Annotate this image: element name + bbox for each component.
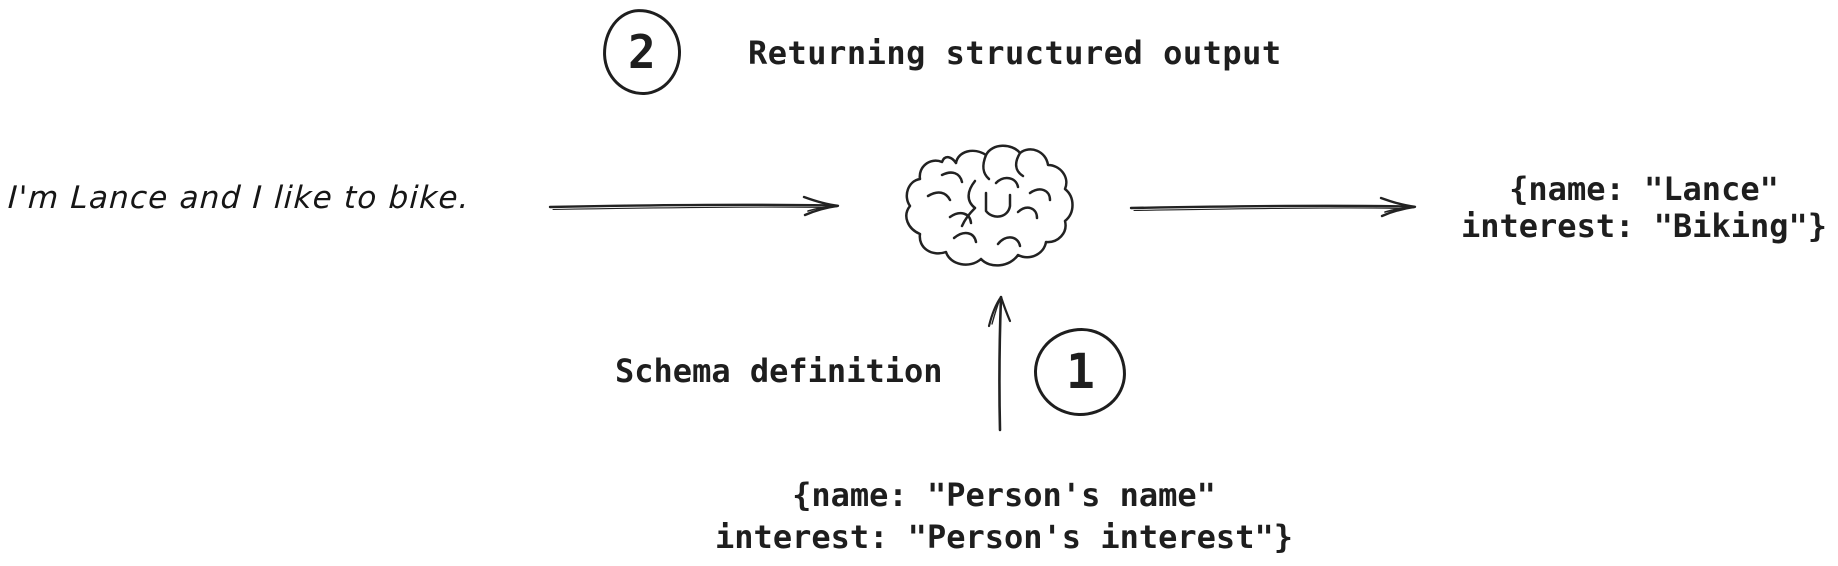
input-arrow-icon: [548, 195, 840, 217]
schema-definition-label: Schema definition: [615, 352, 943, 390]
schema-json-line2: interest: "Person's interest"}: [715, 518, 1293, 556]
output-arrow-icon: [1129, 196, 1417, 218]
step-1-badge: 1: [1032, 326, 1128, 418]
input-message: I'm Lance and I like to bike.: [7, 180, 471, 216]
schema-arrow-icon: [987, 295, 1012, 432]
schema-json: {name: "Person's name" interest: "Person…: [714, 474, 1294, 558]
step-2-badge: 2: [601, 7, 683, 97]
output-json-line1: {name: "Lance": [1509, 170, 1779, 208]
step-1-number: 1: [1065, 344, 1095, 400]
output-json-line2: interest: "Biking"}: [1460, 207, 1828, 245]
diagram-title: Returning structured output: [748, 34, 1282, 72]
brain-icon: [905, 144, 1074, 267]
output-json: {name: "Lance" interest: "Biking"}: [1428, 171, 1838, 245]
schema-json-line1: {name: "Person's name": [792, 476, 1216, 514]
step-2-number: 2: [628, 25, 656, 80]
